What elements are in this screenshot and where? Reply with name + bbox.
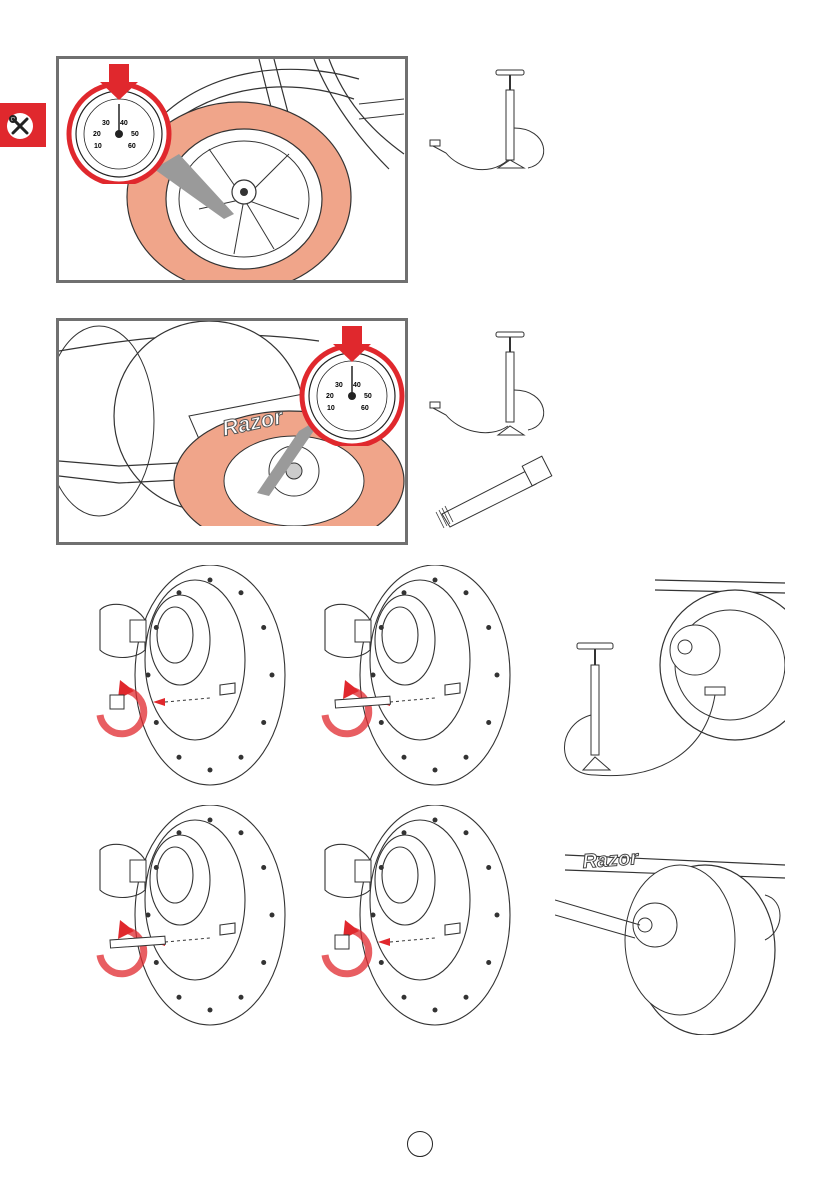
floor-pump-1 (428, 68, 553, 188)
tools-icon (0, 103, 46, 147)
step-3-inflate-with-pump (555, 575, 785, 790)
section-tab (0, 103, 46, 147)
pressure-gauge-front: 10 20 30 40 50 60 (64, 64, 174, 184)
gauge-mark-50: 50 (364, 393, 372, 400)
pressure-gauge-rear: 10 20 30 40 50 60 (297, 326, 407, 446)
floor-pump-2 (428, 330, 553, 450)
step-2-install-extension (315, 565, 515, 790)
gauge-mark-50: 50 (131, 131, 139, 138)
gauge-mark-30: 30 (102, 120, 110, 127)
step-5-replace-valve-cap (315, 805, 515, 1030)
valve-extension-tool (428, 452, 553, 532)
gauge-mark-30: 30 (335, 382, 343, 389)
gauge-mark-10: 10 (94, 143, 102, 150)
step-6-finished: Razor (555, 820, 785, 1035)
gauge-mark-20: 20 (326, 393, 334, 400)
brand-logo-step6: Razor (582, 847, 640, 873)
page-number (407, 1131, 433, 1157)
gauge-mark-60: 60 (361, 405, 369, 412)
gauge-mark-60: 60 (128, 143, 136, 150)
gauge-mark-20: 20 (93, 131, 101, 138)
gauge-mark-40: 40 (120, 120, 128, 127)
step-1-remove-valve-cap (90, 565, 290, 790)
gauge-mark-10: 10 (327, 405, 335, 412)
step-4-remove-extension (90, 805, 290, 1030)
gauge-mark-40: 40 (353, 382, 361, 389)
